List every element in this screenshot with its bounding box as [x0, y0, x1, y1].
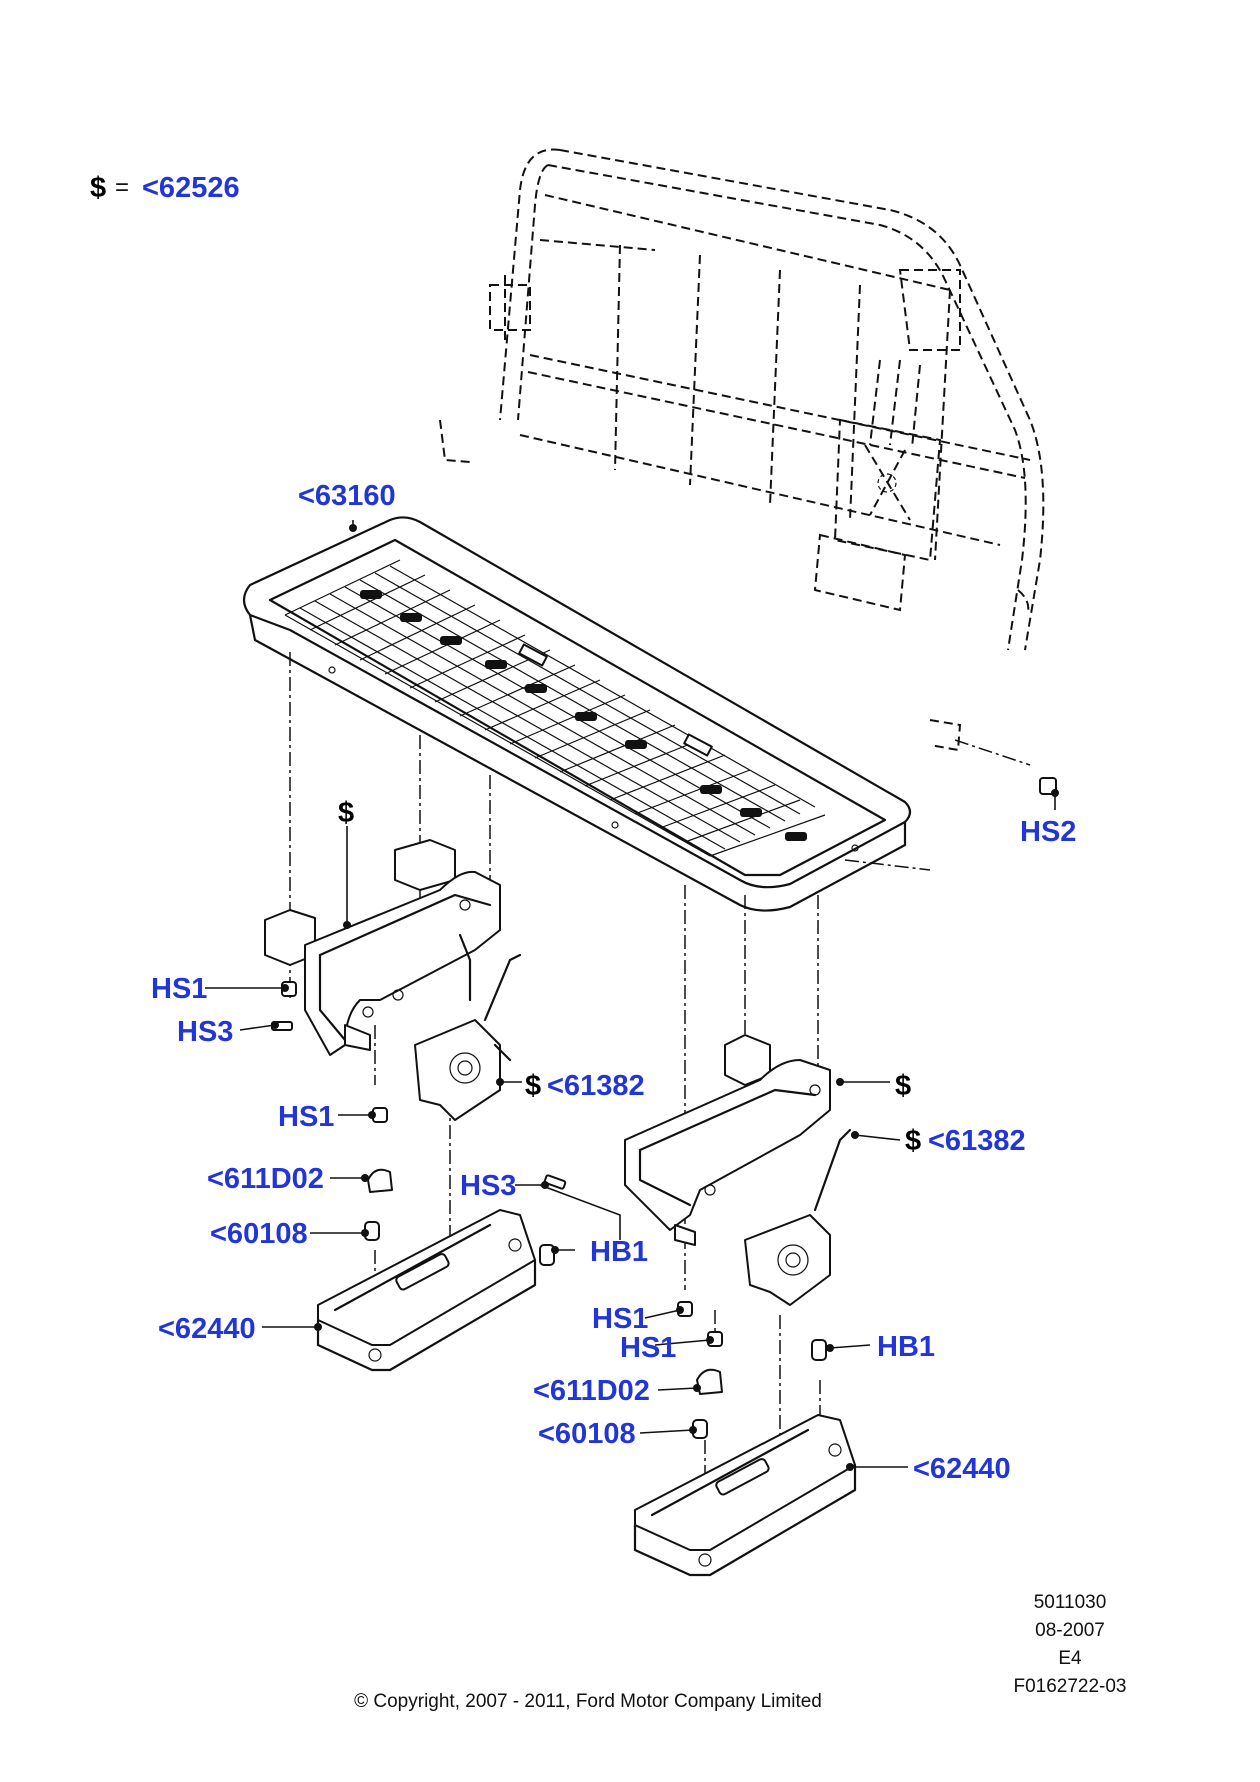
callout-symbol-left-riser: $	[338, 797, 354, 829]
callout-61382-a[interactable]: <61382	[547, 1070, 645, 1102]
figure-number: F0162722-03	[1013, 1676, 1126, 1697]
fasteners	[271, 777, 1057, 1439]
drawing-date: 08-2007	[1035, 1620, 1105, 1641]
right-seat-latch	[744, 1128, 852, 1306]
callout-hs3-a[interactable]: HS3	[177, 1016, 233, 1048]
callout-hs2[interactable]: HS2	[1020, 816, 1076, 848]
left-seat-latch	[414, 953, 522, 1121]
legend-equals: =	[115, 174, 129, 201]
callout-symbol-right-riser: $	[895, 1070, 911, 1102]
callout-61382-b[interactable]: <61382	[928, 1125, 1026, 1157]
right-riser-bracket	[624, 1034, 831, 1246]
callout-62440-a[interactable]: <62440	[158, 1313, 256, 1345]
legend: $ = <62526	[90, 172, 240, 204]
callout-611d02-b[interactable]: <611D02	[533, 1375, 650, 1407]
callout-hs1-a[interactable]: HS1	[151, 973, 207, 1005]
callout-hb1-b[interactable]: HB1	[877, 1331, 935, 1363]
callout-60108-a[interactable]: <60108	[210, 1218, 308, 1250]
callout-symbol-latch-a: $	[525, 1070, 541, 1102]
seat-spring-clips	[360, 590, 807, 841]
callout-hs1-b[interactable]: HS1	[278, 1101, 334, 1133]
callout-60108-b[interactable]: <60108	[538, 1418, 636, 1450]
drawing-number: 5011030	[1034, 1592, 1107, 1613]
callout-hb1-a[interactable]: HB1	[590, 1236, 648, 1268]
seat-cushion-frame	[242, 516, 912, 912]
callout-63160[interactable]: <63160	[298, 480, 396, 512]
callout-symbol-latch-b: $	[905, 1125, 921, 1157]
left-riser-bracket	[264, 839, 501, 1056]
leader-lines	[205, 520, 1059, 1471]
callout-labels: <63160 HS2 $ HS1 HS3 HS1 $ <61382 $ $ <6…	[151, 480, 1076, 1485]
callout-611d02-a[interactable]: <611D02	[207, 1163, 324, 1195]
copyright-notice: © Copyright, 2007 - 2011, Ford Motor Com…	[354, 1691, 822, 1712]
legend-part-number[interactable]: <62526	[142, 172, 240, 204]
callout-hs1-c[interactable]: HS1	[592, 1303, 648, 1335]
left-seat-track	[316, 1209, 537, 1372]
legend-symbol: $	[90, 172, 106, 204]
right-seat-track	[633, 1414, 857, 1577]
callout-62440-b[interactable]: <62440	[913, 1453, 1011, 1485]
drawing-info-block: 5011030 08-2007 E4 F0162722-03	[1013, 1592, 1126, 1697]
drawing-revision: E4	[1058, 1648, 1082, 1669]
callout-hs3-b[interactable]: HS3	[460, 1170, 516, 1202]
seat-back-frame	[439, 148, 1045, 766]
callout-hs1-d[interactable]: HS1	[620, 1332, 676, 1364]
